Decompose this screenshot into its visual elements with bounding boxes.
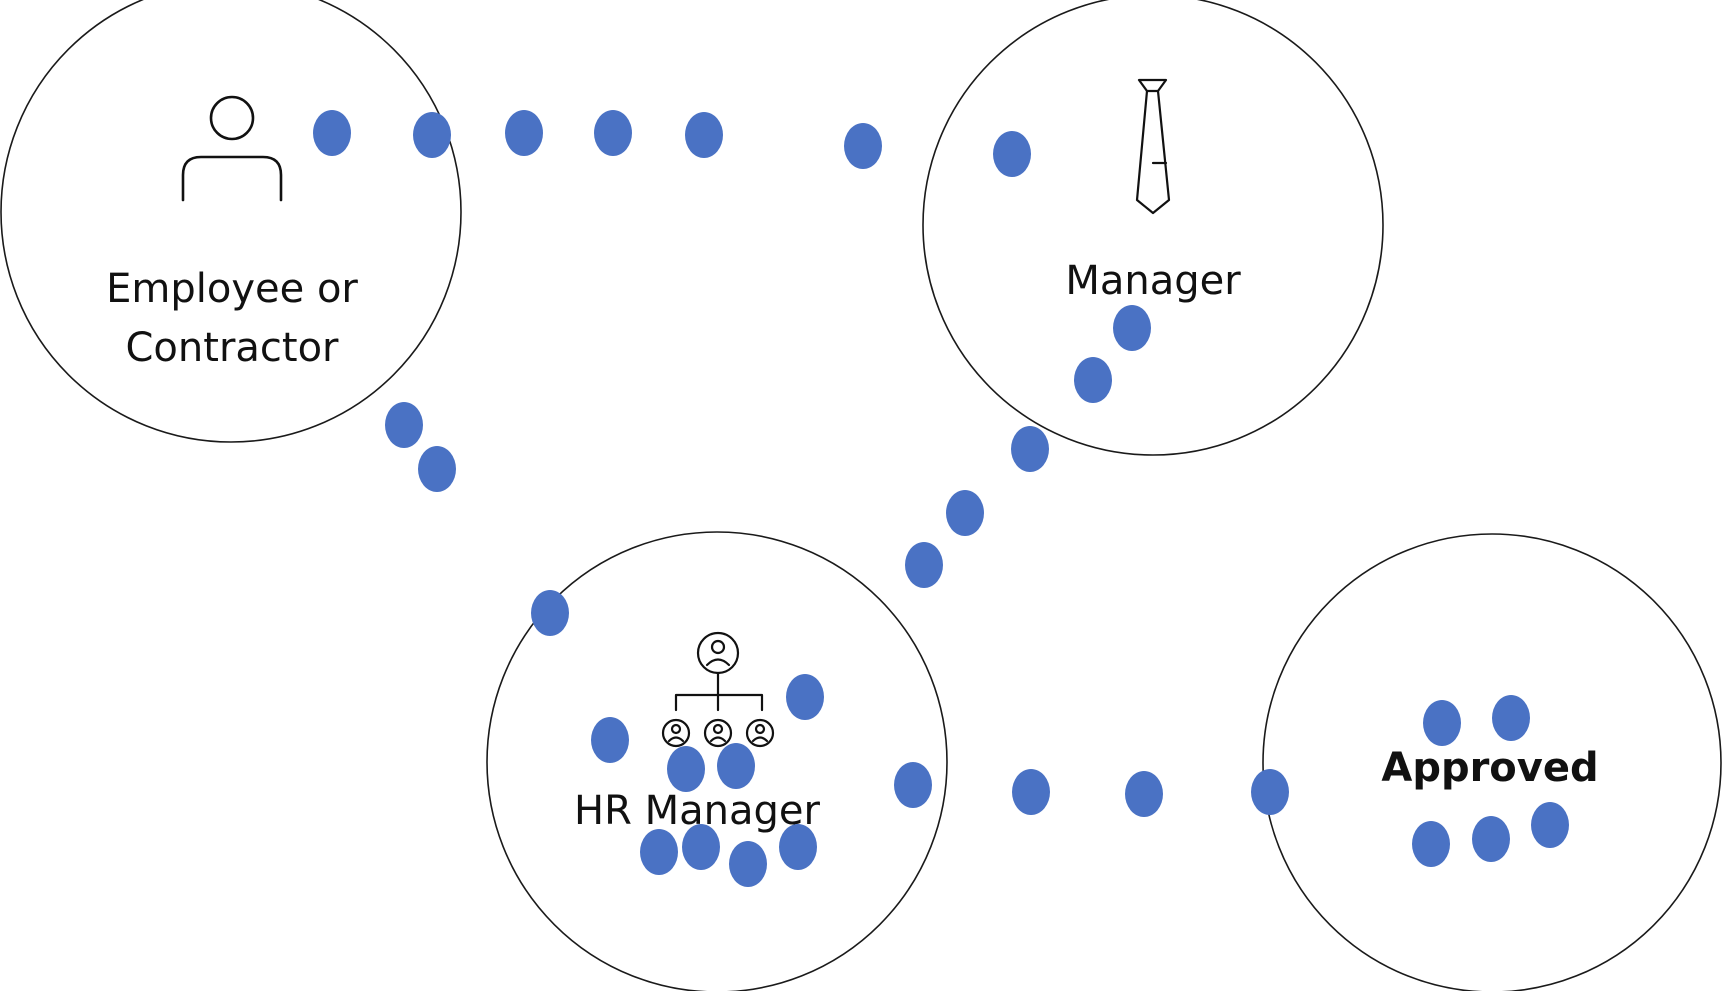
connector-dot [1531,802,1569,848]
connector-dot [1074,357,1112,403]
connector-dot [531,590,569,636]
connector-dot [993,131,1031,177]
connector-dot [640,829,678,875]
connector-employee-stub [385,402,456,492]
connector-dot [667,746,705,792]
necktie-icon [1135,78,1171,215]
connector-dot [1011,426,1049,472]
connector-dot [844,123,882,169]
connector-dot [682,824,720,870]
connector-dot [1251,769,1289,815]
person-icon [181,95,283,202]
node-manager-label: Manager [1065,258,1241,304]
approved-dot-cluster [1412,695,1569,867]
connector-dot [729,841,767,887]
node-manager-circle [922,0,1384,456]
connector-employee-to-manager [313,110,1031,177]
connector-dot [413,112,451,158]
node-employee-label-line1: Employee or [106,266,358,312]
node-employee-circle [0,0,462,443]
connector-dot [946,490,984,536]
node-approved-circle [1262,533,1722,991]
node-approved-label: Approved [1381,745,1598,791]
org-chart-icon [661,631,775,748]
connector-manager-to-hr [905,305,1151,588]
connector-hr-entry-dot [531,590,569,636]
connector-dot [385,402,423,448]
connector-dot [1412,821,1450,867]
node-employee-or-contractor: Employee or Contractor [0,0,462,443]
node-approved: Approved [1262,533,1722,991]
connector-dot [1492,695,1530,741]
node-hr-manager-circle [486,531,948,991]
connector-hr-to-approved [894,762,1289,817]
connector-dot [1012,769,1050,815]
connector-dot [505,110,543,156]
connector-dot [594,110,632,156]
connector-dot [591,717,629,763]
connector-dot [786,674,824,720]
node-manager: Manager [922,0,1384,456]
connector-dot [905,542,943,588]
connector-dot [779,824,817,870]
connector-dot [1125,771,1163,817]
connector-dot [418,446,456,492]
connector-dot [313,110,351,156]
connector-dot [717,743,755,789]
node-employee-label-line2: Contractor [126,325,340,371]
connector-dot [894,762,932,808]
connector-dot [1472,816,1510,862]
connector-dot [1113,305,1151,351]
connector-dot [685,112,723,158]
connector-dot [1423,700,1461,746]
hr-manager-dot-cluster [591,674,824,887]
